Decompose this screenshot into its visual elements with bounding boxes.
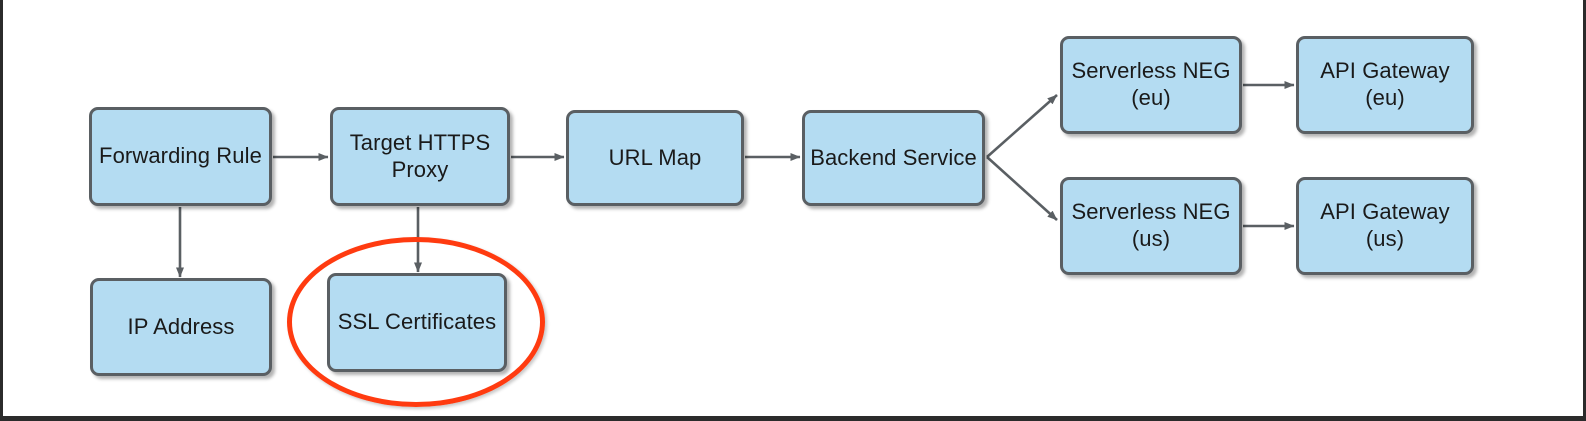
frame-right-border bbox=[1583, 0, 1586, 421]
node-ssl-certificates[interactable]: SSL Certificates bbox=[327, 273, 507, 372]
frame-bottom-border bbox=[0, 416, 1586, 421]
node-serverless-neg-us[interactable]: Serverless NEG (us) bbox=[1060, 177, 1242, 275]
frame-left-border bbox=[0, 0, 3, 421]
node-ip-address[interactable]: IP Address bbox=[90, 278, 272, 376]
node-target-https-proxy[interactable]: Target HTTPS Proxy bbox=[330, 107, 510, 206]
node-backend-service[interactable]: Backend Service bbox=[802, 110, 985, 206]
node-serverless-neg-eu[interactable]: Serverless NEG (eu) bbox=[1060, 36, 1242, 134]
ssl-certificates-highlight-ellipse bbox=[287, 237, 545, 407]
node-url-map[interactable]: URL Map bbox=[566, 110, 744, 206]
node-api-gateway-eu[interactable]: API Gateway (eu) bbox=[1296, 36, 1474, 134]
edge-backend-service-to-serverless-neg-us bbox=[986, 156, 1058, 221]
node-forwarding-rule[interactable]: Forwarding Rule bbox=[89, 107, 272, 206]
edge-backend-service-to-serverless-neg-eu bbox=[986, 94, 1058, 158]
node-api-gateway-us[interactable]: API Gateway (us) bbox=[1296, 177, 1474, 275]
